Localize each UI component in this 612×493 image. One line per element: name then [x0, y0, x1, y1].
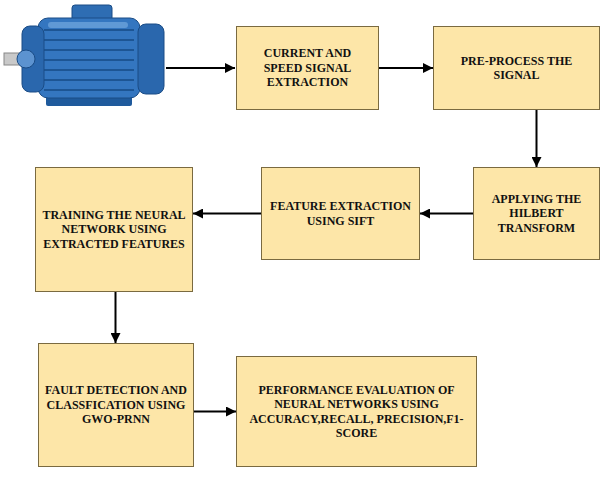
step-text: FAULT DETECTION AND CLASSFICATION USING … — [45, 383, 187, 426]
step-text: TRAINING THE NEURAL NETWORK USING EXTRAC… — [42, 208, 186, 251]
body-highlight — [48, 22, 128, 28]
process-box: TRAINING THE NEURAL NETWORK USING EXTRAC… — [35, 167, 193, 292]
flow-arrow — [194, 411, 236, 413]
motor-body — [38, 18, 140, 98]
electric-motor — [4, 5, 164, 106]
flow-arrow — [420, 213, 473, 215]
process-box: CURRENT AND SPEED SIGNAL EXTRACTION — [236, 26, 379, 110]
process-box: FEATURE EXTRACTION USING SIFT — [261, 167, 420, 260]
process-box: FAULT DETECTION AND CLASSFICATION USING … — [38, 343, 194, 467]
flow-arrow — [379, 67, 433, 69]
step-text: PRE-PROCESS THE SIGNAL — [440, 54, 593, 83]
input-arrow — [166, 67, 235, 69]
cooling-fins — [44, 30, 134, 90]
bearing-cap — [17, 50, 35, 68]
flow-arrow — [536, 110, 538, 167]
process-box: APPLYING THE HILBERT TRANSFORM — [473, 167, 600, 260]
process-box: PERFORMANCE EVALUATION OF NEURAL NETWORK… — [236, 356, 477, 467]
flow-arrow — [115, 292, 117, 343]
step-text: FEATURE EXTRACTION USING SIFT — [268, 199, 413, 228]
fan-cover — [138, 24, 164, 94]
process-box: PRE-PROCESS THE SIGNAL — [433, 26, 600, 110]
step-text: PERFORMANCE EVALUATION OF NEURAL NETWORK… — [243, 383, 470, 441]
step-text: CURRENT AND SPEED SIGNAL EXTRACTION — [243, 46, 372, 89]
flow-arrow — [193, 213, 261, 215]
step-text: APPLYING THE HILBERT TRANSFORM — [480, 192, 593, 235]
